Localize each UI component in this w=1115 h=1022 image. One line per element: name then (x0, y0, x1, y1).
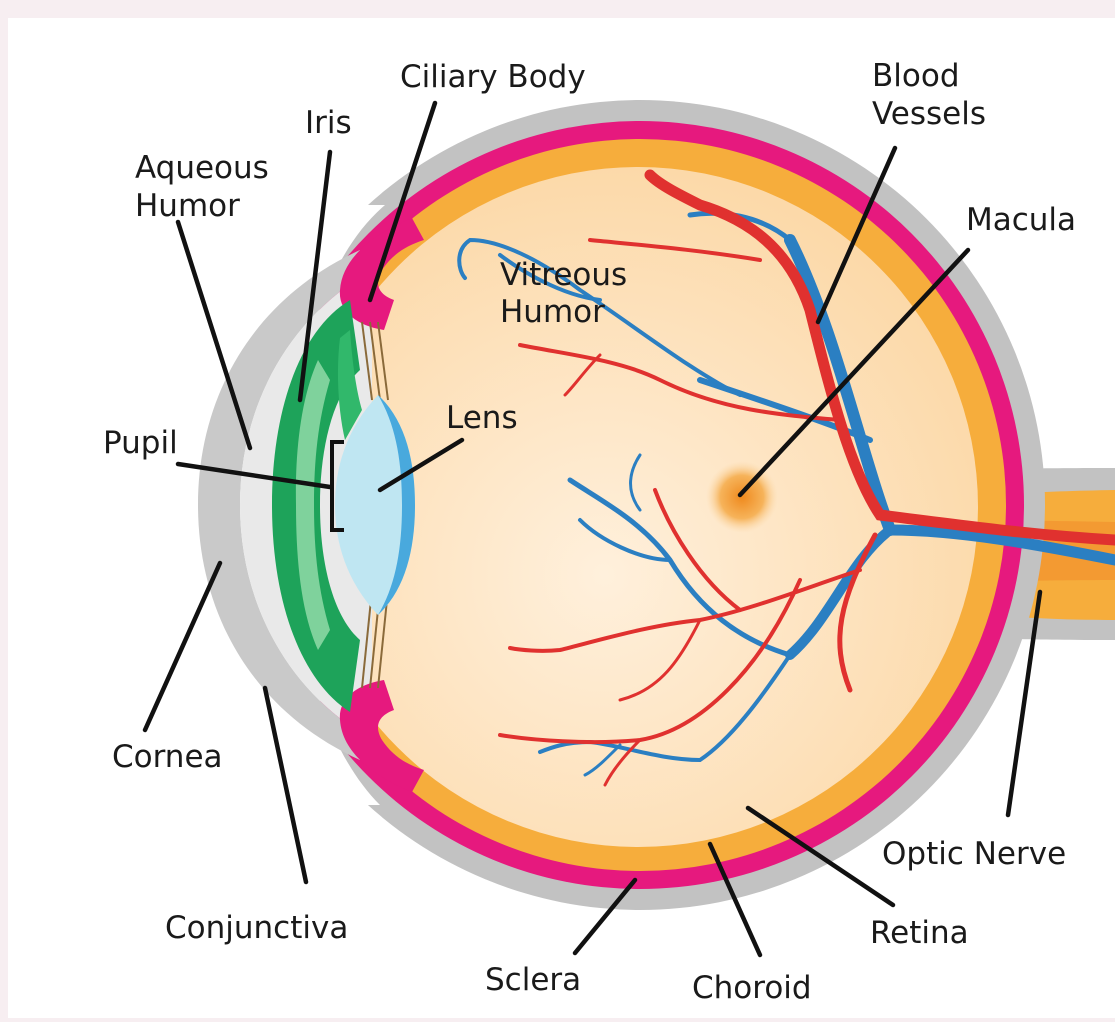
label-choroid: Choroid (692, 970, 812, 1006)
label-optic-nerve: Optic Nerve (882, 836, 1066, 872)
label-aqueous-humor-line1: Aqueous (135, 150, 269, 186)
label-sclera: Sclera (485, 962, 581, 998)
label-vitreous-humor-line1: Vitreous (500, 257, 627, 293)
label-iris: Iris (305, 105, 352, 141)
label-ciliary-body: Ciliary Body (400, 59, 586, 95)
label-blood-vessels-line2: Vessels (872, 96, 986, 132)
label-blood-vessels-line1: Blood (872, 58, 960, 94)
label-lens: Lens (446, 400, 518, 436)
label-cornea: Cornea (112, 739, 223, 775)
label-macula: Macula (966, 202, 1076, 238)
label-pupil: Pupil (103, 425, 178, 461)
label-aqueous-humor-line2: Humor (135, 188, 240, 224)
label-conjunctiva: Conjunctiva (165, 910, 348, 946)
macula-spot (706, 461, 778, 533)
label-retina: Retina (870, 915, 969, 951)
label-vitreous-humor-line2: Humor (500, 294, 605, 330)
